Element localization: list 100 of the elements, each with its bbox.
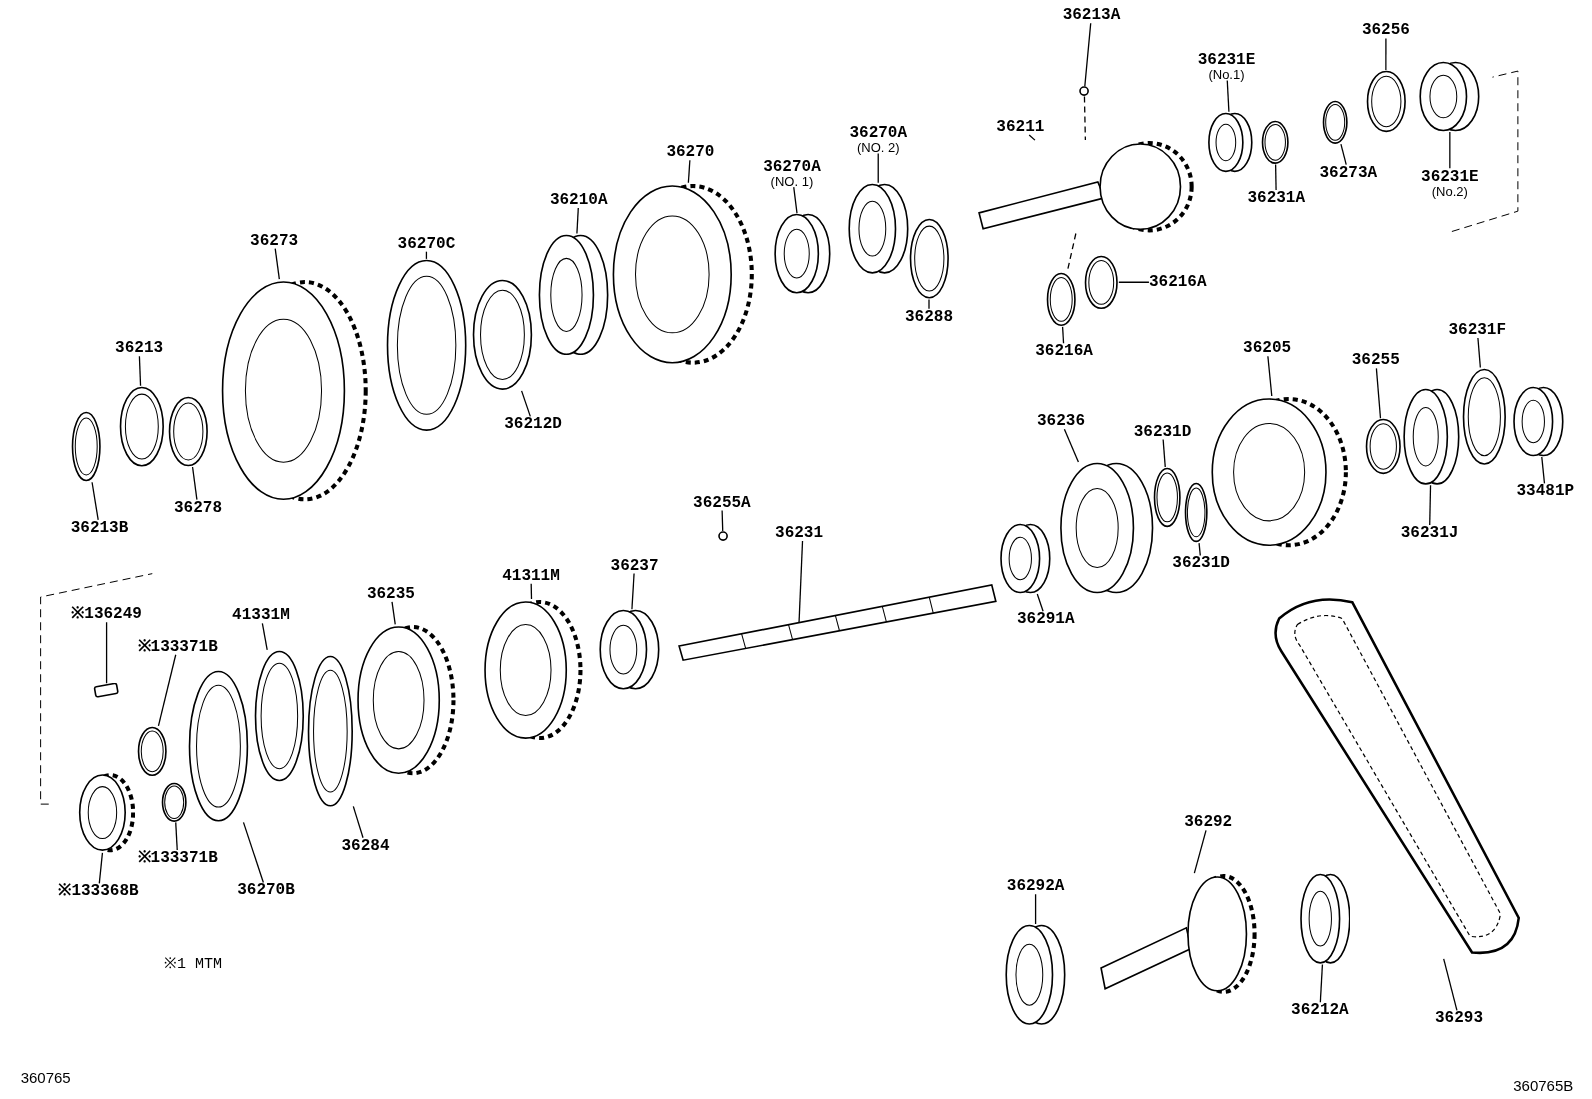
- leader-line: [1193, 829, 1207, 874]
- part-number: 36237: [610, 557, 659, 574]
- leader-line: [1084, 22, 1092, 87]
- bearing-drawing: [1000, 522, 1051, 594]
- leader-line: [721, 509, 724, 532]
- ring-drawing: [1365, 70, 1407, 133]
- part-number: ※133371B: [137, 849, 218, 866]
- part-number: 41331M: [232, 607, 290, 624]
- ring-drawing: [71, 411, 102, 483]
- ring-drawing: [385, 258, 468, 432]
- bearing-drawing: [1208, 111, 1253, 173]
- bearing-drawing: [599, 609, 660, 691]
- part-number: 36284: [341, 837, 390, 854]
- bearing-drawing: [773, 213, 831, 295]
- gear-drawing: [78, 771, 135, 853]
- ring-drawing: [1321, 99, 1349, 145]
- part-number: 36231F: [1448, 321, 1507, 338]
- leader-line: [1198, 542, 1201, 557]
- part-number: 36213: [115, 340, 164, 357]
- leader-line: [138, 355, 142, 387]
- leader-line: [877, 152, 879, 184]
- part-number: 36256: [1361, 22, 1410, 39]
- part-number: 36212A: [1291, 1002, 1349, 1019]
- part-number: 36216A: [1148, 274, 1207, 291]
- leader-line: [425, 251, 428, 260]
- ring-drawing: [306, 654, 354, 808]
- gear-drawing: [482, 599, 584, 742]
- leader-line: [1449, 131, 1451, 169]
- part-number: 36270C: [397, 235, 456, 252]
- leader-line: [1063, 428, 1080, 463]
- ring-drawing: [137, 725, 168, 777]
- drawing-number: 360765: [20, 1068, 71, 1088]
- part-number: 36231A: [1247, 190, 1306, 206]
- ball-drawing: [717, 531, 728, 542]
- leader-line: [1340, 143, 1347, 166]
- leader-line: [1319, 963, 1324, 1003]
- leader-line: [1429, 484, 1432, 526]
- part-number: 36278: [174, 499, 222, 516]
- bearing-drawing: [1512, 385, 1564, 457]
- leader-line: [1226, 79, 1230, 113]
- drawing-number: 360765B: [1513, 1076, 1574, 1097]
- ring-drawing: [1261, 119, 1290, 165]
- part-number: 36205: [1243, 340, 1292, 357]
- leader-line: [928, 298, 930, 310]
- leader-line: [1162, 438, 1166, 468]
- leader-line: [520, 390, 531, 418]
- part-number: 36211: [996, 118, 1045, 135]
- part-number: ※133371B: [137, 638, 218, 655]
- part-number: 36273: [250, 232, 299, 249]
- part-number: 36255A: [693, 494, 751, 511]
- part-number: 41311M: [502, 567, 560, 584]
- part-number: 36216A: [1035, 343, 1093, 360]
- part-variant-note: (NO. 2): [856, 140, 900, 154]
- bearing-drawing: [1299, 873, 1351, 965]
- part-number: 36270: [666, 144, 715, 161]
- leader-line: [261, 622, 268, 651]
- bearing-drawing: [1058, 461, 1155, 594]
- ring-drawing: [908, 218, 950, 300]
- part-number: ※136249: [71, 606, 142, 623]
- ring-drawing: [167, 395, 209, 468]
- leader-line: [1028, 134, 1036, 141]
- part-number: 36293: [1435, 1010, 1483, 1027]
- bearing-drawing: [1005, 923, 1067, 1026]
- part-number: ※133368B: [58, 883, 139, 900]
- ring-drawing: [161, 781, 188, 823]
- part-number: 36212D: [504, 416, 562, 433]
- gear-drawing: [355, 624, 457, 777]
- ring-drawing: [119, 385, 165, 468]
- ring-drawing: [1364, 418, 1402, 476]
- part-number: 36292: [1184, 814, 1233, 831]
- leader-line: [274, 248, 280, 280]
- leader-line: [1375, 367, 1382, 419]
- part-number: 36213A: [1062, 7, 1121, 24]
- leader-line: [98, 852, 104, 885]
- part-number: 36270A: [763, 158, 821, 175]
- part-number: 36231J: [1400, 525, 1459, 542]
- part-variant-note: (No.2): [1431, 184, 1468, 198]
- gear-drawing: [1208, 395, 1351, 549]
- leader-line: [175, 821, 178, 851]
- ring-drawing: [1084, 254, 1119, 310]
- leader-line: [1036, 593, 1044, 612]
- ball-drawing: [1079, 86, 1090, 97]
- leader-line: [191, 466, 198, 501]
- assembly-axis-line: [1083, 95, 1086, 141]
- ring-drawing: [1183, 482, 1209, 544]
- ring-drawing: [187, 670, 249, 823]
- leader-line: [687, 159, 691, 184]
- leader-line: [1267, 355, 1273, 397]
- footnote: ※1 MTM: [163, 954, 222, 975]
- leader-line: [1385, 37, 1387, 71]
- leader-line: [631, 572, 635, 610]
- leader-line: [1541, 456, 1546, 485]
- part-number: 33481P: [1516, 483, 1575, 500]
- bearing-drawing: [1403, 387, 1460, 486]
- part-number: 36292A: [1006, 878, 1065, 895]
- leader-line: [576, 207, 579, 235]
- leader-line: [352, 805, 364, 839]
- part-number: 36210A: [549, 192, 608, 208]
- leader-line: [91, 481, 99, 521]
- leader-line: [1443, 958, 1458, 1011]
